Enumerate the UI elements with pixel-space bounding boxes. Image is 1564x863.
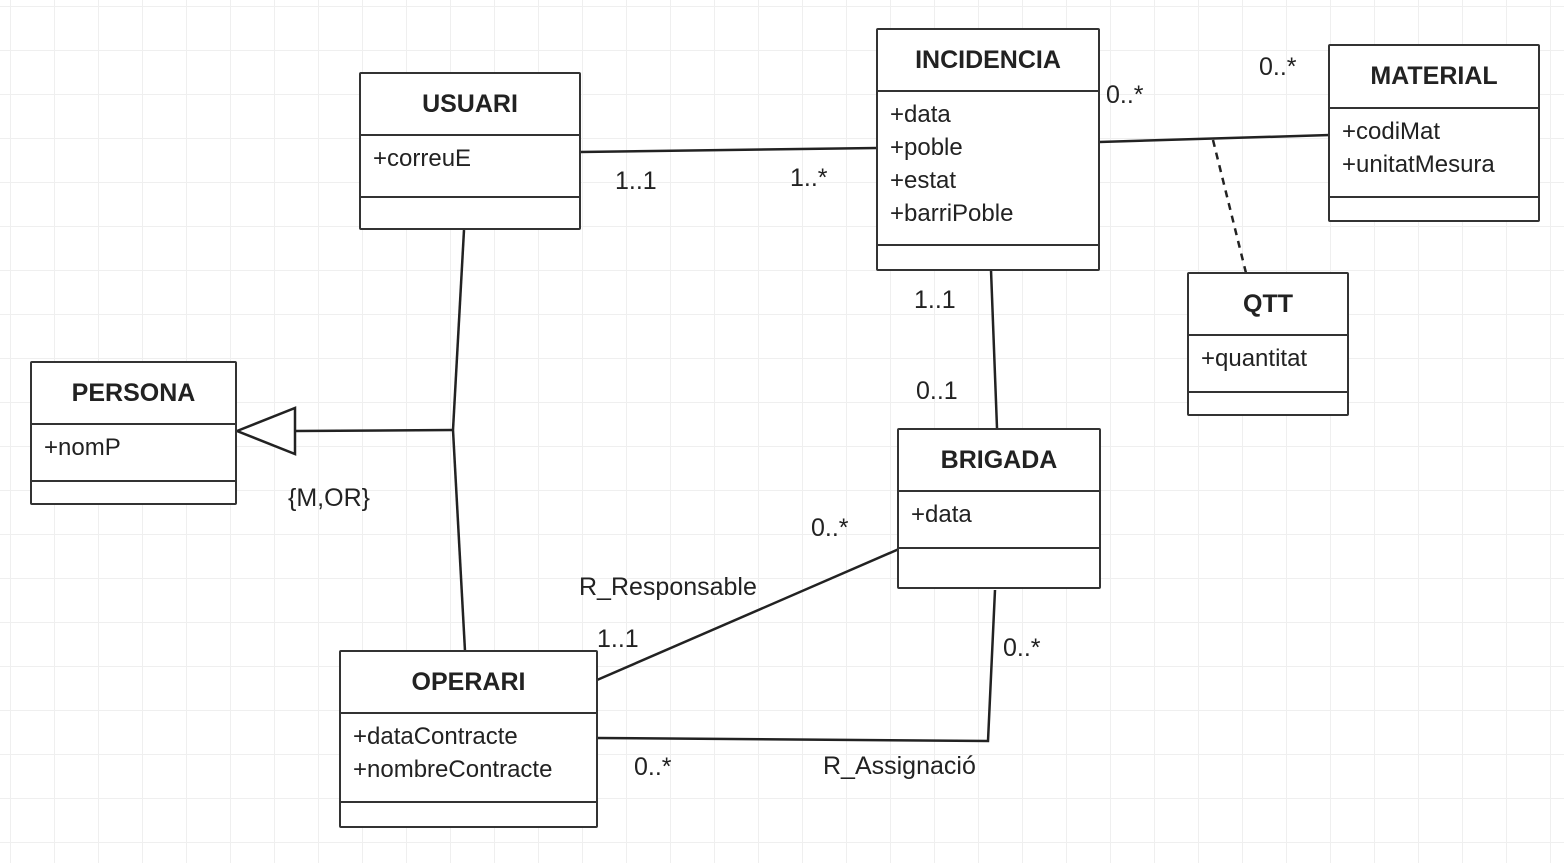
attribute: +poble [890, 134, 963, 161]
multiplicity-usuari-end: 1..1 [615, 167, 657, 195]
class-operations [32, 482, 235, 503]
attribute: +nomP [44, 434, 121, 461]
multiplicity-responsable-operari: 1..1 [597, 625, 639, 653]
class-attributes: +quantitat [1189, 336, 1347, 393]
class-usuari[interactable]: USUARI +correuE [359, 72, 581, 230]
multiplicity-incidencia-brigada-from: 1..1 [914, 286, 956, 314]
class-brigada[interactable]: BRIGADA +data [897, 428, 1101, 589]
class-operations [899, 549, 1099, 587]
class-operations [361, 198, 579, 228]
class-name: INCIDENCIA [878, 30, 1098, 92]
class-operations [1330, 198, 1538, 220]
class-name: QTT [1189, 274, 1347, 336]
class-attributes: +data +poble +estat +barriPoble [878, 92, 1098, 246]
generalization-arrowhead-icon [233, 406, 297, 456]
class-attributes: +dataContracte +nombreContracte [341, 714, 596, 803]
class-attributes: +correuE [361, 136, 579, 198]
class-operations [1189, 393, 1347, 414]
association-incidencia-material[interactable] [1098, 133, 1331, 144]
class-name: MATERIAL [1330, 46, 1538, 109]
generalization-line-operari[interactable] [451, 429, 467, 652]
multiplicity-incidencia-brigada-to: 0..1 [916, 377, 958, 405]
association-name-responsable: R_Responsable [579, 573, 757, 601]
class-operations [878, 246, 1098, 269]
multiplicity-incidencia-material-from: 0..* [1106, 81, 1144, 109]
association-name-assignacio: R_Assignació [823, 752, 976, 780]
generalization-constraint: {M,OR} [288, 484, 370, 512]
class-qtt[interactable]: QTT +quantitat [1187, 272, 1349, 416]
attribute: +quantitat [1201, 345, 1308, 372]
attribute: +codiMat [1342, 118, 1441, 145]
class-name: OPERARI [341, 652, 596, 714]
class-operations [341, 803, 596, 826]
generalization-line-usuari[interactable] [451, 229, 466, 431]
association-r-assignacio[interactable] [596, 589, 997, 743]
attribute: +data [911, 501, 972, 528]
class-attributes: +nomP [32, 425, 235, 482]
multiplicity-incidencia-end: 1..* [790, 164, 828, 192]
association-incidencia-brigada[interactable] [989, 269, 999, 429]
class-name: BRIGADA [899, 430, 1099, 492]
class-persona[interactable]: PERSONA +nomP [30, 361, 237, 505]
attribute: +dataContracte [353, 723, 518, 750]
multiplicity-incidencia-material-to: 0..* [1259, 53, 1297, 81]
attribute: +correuE [373, 145, 472, 172]
attribute: +data [890, 101, 951, 128]
attribute: +estat [890, 167, 957, 194]
attribute: +barriPoble [890, 200, 1014, 227]
attribute: +unitatMesura [1342, 151, 1495, 178]
class-operari[interactable]: OPERARI +dataContracte +nombreContracte [339, 650, 598, 828]
attribute: +nombreContracte [353, 756, 553, 783]
class-material[interactable]: MATERIAL +codiMat +unitatMesura [1328, 44, 1540, 222]
multiplicity-responsable-brigada: 0..* [811, 514, 849, 542]
generalization-line-main[interactable] [294, 428, 454, 433]
association-usuari-incidencia[interactable] [579, 146, 878, 154]
class-attributes: +data [899, 492, 1099, 549]
multiplicity-assignacio-brigada: 0..* [1003, 634, 1041, 662]
association-class-link-qtt[interactable] [1211, 139, 1248, 274]
class-name: USUARI [361, 74, 579, 136]
class-name: PERSONA [32, 363, 235, 425]
association-r-responsable[interactable] [596, 547, 900, 682]
multiplicity-assignacio-operari: 0..* [634, 753, 672, 781]
class-attributes: +codiMat +unitatMesura [1330, 109, 1538, 198]
class-incidencia[interactable]: INCIDENCIA +data +poble +estat +barriPob… [876, 28, 1100, 271]
